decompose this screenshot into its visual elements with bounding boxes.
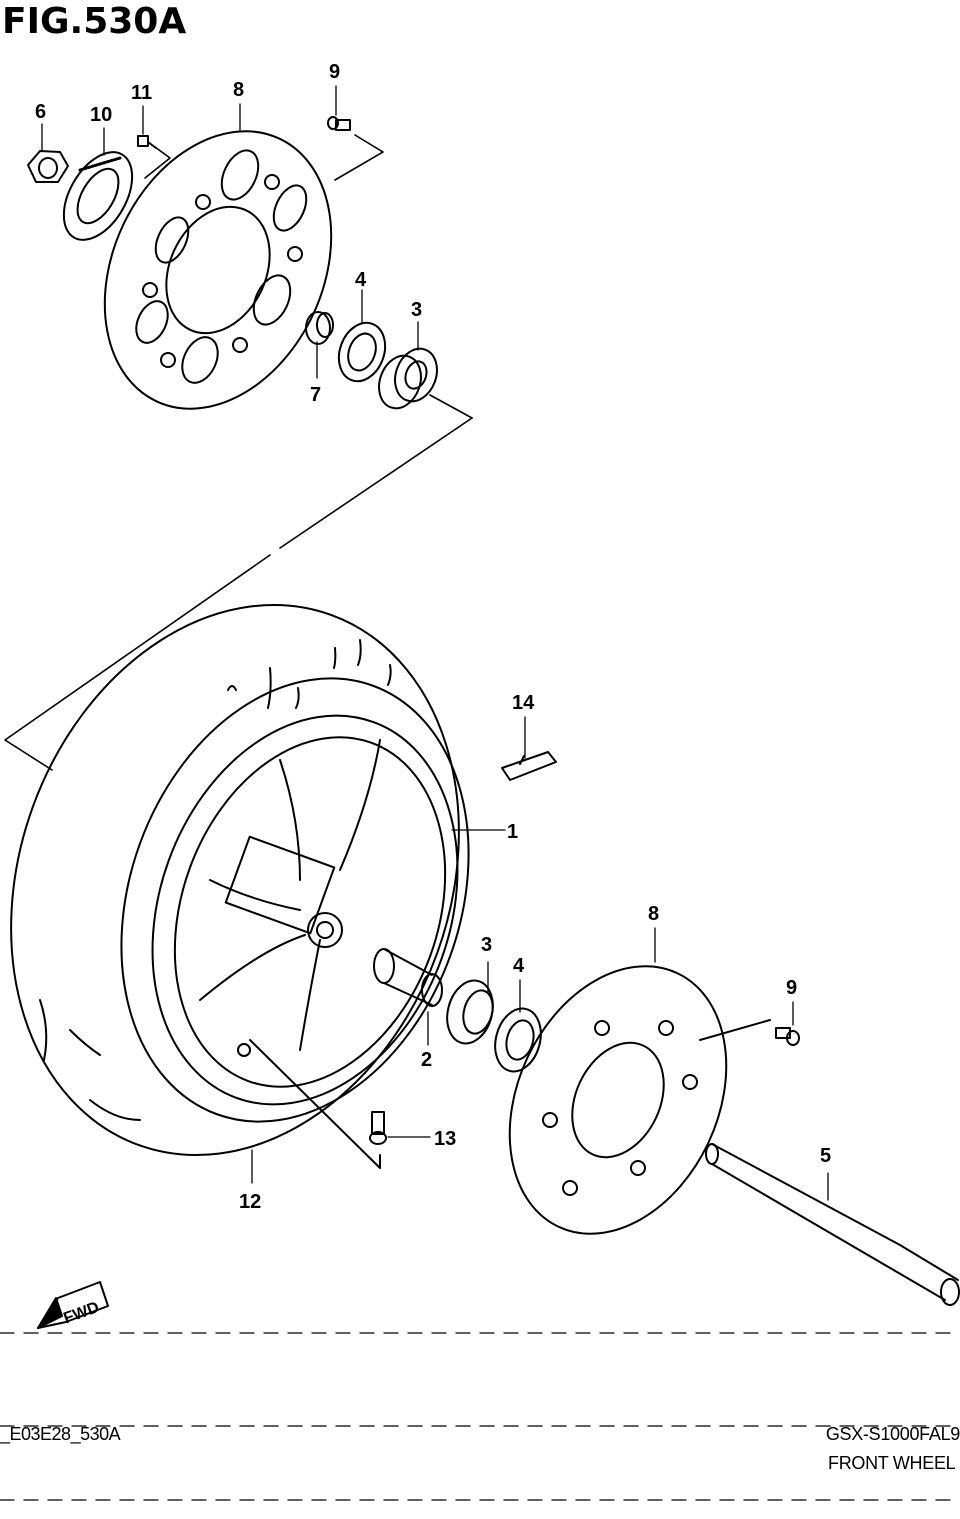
part-9-bolt-top: [327, 116, 351, 131]
callout-1: 1: [507, 821, 518, 843]
part-4-seal-top: [337, 321, 387, 383]
callout-9-top: 9: [329, 61, 340, 83]
callout-4-top: 4: [355, 269, 367, 291]
callout-12: 12: [239, 1191, 261, 1213]
part-12-tire: [10, 603, 470, 1157]
callout-14: 14: [512, 692, 535, 714]
part-14-balance-weight: [501, 751, 557, 781]
figure-title: FIG.530A: [2, 1, 187, 42]
callout-3-top: 3: [411, 299, 422, 321]
callout-2: 2: [421, 1049, 432, 1071]
callout-9-bottom: 9: [786, 977, 797, 999]
callout-5: 5: [820, 1145, 831, 1167]
part-7-spacer: [305, 311, 334, 345]
part-10-sensor-rotor: [62, 151, 134, 241]
part-9-bolt-bottom: [775, 1027, 800, 1046]
part-2-spacer: [373, 948, 443, 1007]
callout-6: 6: [35, 101, 46, 123]
callout-3-bottom: 3: [481, 934, 492, 956]
part-11-screw: [137, 135, 157, 149]
footer-drawing-code: _E03E28_530A: [0, 1424, 121, 1444]
footer-figure-name: FRONT WHEEL: [828, 1453, 956, 1473]
part-3-bearing-bottom: [446, 979, 494, 1045]
callout-4-bottom: 4: [513, 955, 525, 977]
part-8-brake-disc-bottom: [508, 965, 771, 1235]
callout-10: 10: [90, 104, 112, 126]
part-6-nut: [27, 150, 69, 183]
callout-leaders: [41, 85, 829, 1201]
part-4-seal-bottom: [494, 1007, 542, 1073]
callout-8-bottom: 8: [648, 903, 659, 925]
assembly-lines: [4, 134, 473, 771]
part-1-wheel-rim: [151, 714, 459, 1106]
footer-model-code: GSX-S1000FAL9: [825, 1424, 960, 1444]
callout-8-top: 8: [233, 79, 244, 101]
fwd-arrow-icon: FWD: [37, 1281, 109, 1329]
part-3-bearing-top: [378, 347, 438, 410]
callout-11: 11: [131, 82, 152, 104]
part-8-brake-disc-top: [103, 130, 333, 410]
callout-7: 7: [310, 384, 321, 406]
footer-separators: [0, 1332, 960, 1501]
callout-13: 13: [434, 1128, 456, 1150]
part-13-valve: [249, 1039, 387, 1169]
part-5-axle: [705, 1143, 960, 1306]
